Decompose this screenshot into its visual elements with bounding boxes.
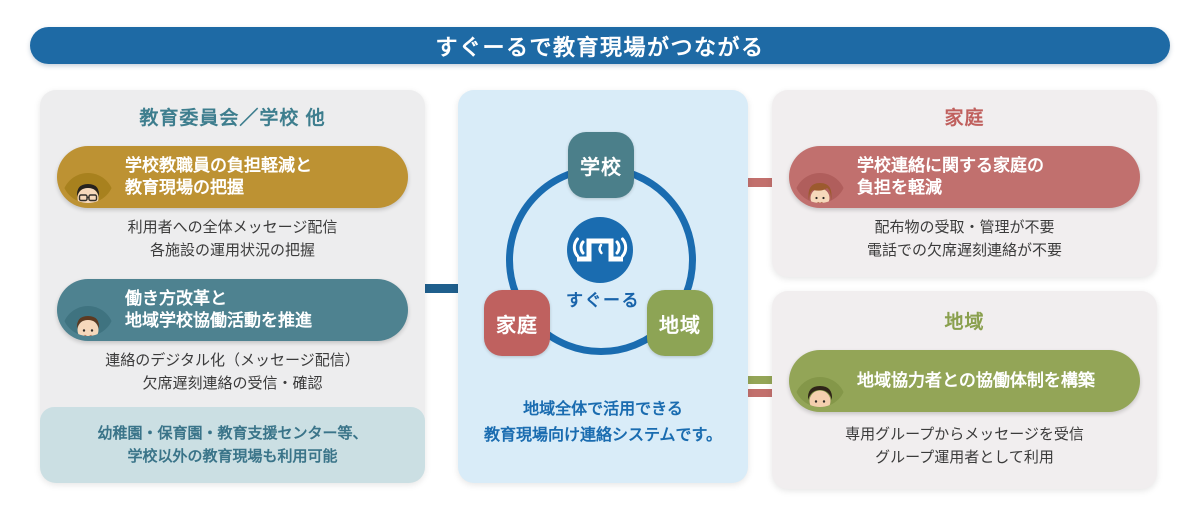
school-staff-benefit-title: 学校教職員の負担軽減と 教育現場の把握 bbox=[125, 155, 312, 197]
node-community: 地域 bbox=[647, 290, 713, 356]
connector-center-to-community-green bbox=[748, 376, 772, 384]
other-facilities-note: 幼稚園・保育園・教育支援センター等、 学校以外の教育現場も利用可能 bbox=[40, 407, 425, 483]
school-staff-benefit-description: 利用者への全体メッセージ配信 各施設の運用状況の把握 bbox=[127, 219, 338, 259]
board-school-panel: 教育委員会／学校 他 学校教職員の負担軽減と 教育現場の把握 利用者への全 bbox=[40, 90, 425, 483]
title-banner: すぐーるで教育現場がつながる bbox=[30, 27, 1170, 64]
other-facilities-note-text: 幼稚園・保育園・教育支援センター等、 学校以外の教育現場も利用可能 bbox=[97, 424, 368, 465]
family-benefit-pill: 学校連絡に関する家庭の 負担を軽減 bbox=[789, 146, 1140, 208]
sugule-logo-icon bbox=[567, 217, 633, 283]
work-reform-pill: 働き方改革と 地域学校協働活動を推進 bbox=[57, 279, 408, 341]
community-panel: 地域 地域協力者との協働体制を構築 専用グループからメッセージを受信 グループ運… bbox=[772, 291, 1157, 489]
community-benefit-description: 専用グループからメッセージを受信 グループ運用者として利用 bbox=[845, 426, 1084, 466]
board-school-header: 教育委員会／学校 他 bbox=[139, 108, 326, 129]
center-diagram-panel: 学校 家庭 地域 すぐーる 地域全体で活用できる 教育現場向け連絡システムです。 bbox=[458, 90, 748, 483]
community-header: 地域 bbox=[944, 312, 985, 333]
community-benefit-pill: 地域協力者との協働体制を構築 bbox=[789, 350, 1140, 412]
volunteer-avatar-icon bbox=[794, 355, 846, 407]
family-benefit-description: 配布物の受取・管理が不要 電話での欠席遅刻連絡が不要 bbox=[866, 219, 1062, 259]
connector-center-to-family bbox=[748, 178, 772, 187]
node-school: 学校 bbox=[568, 132, 634, 198]
staff-avatar-icon bbox=[62, 284, 114, 336]
principal-avatar-icon bbox=[62, 151, 114, 203]
family-panel: 家庭 学校連絡に関する家庭の 負担を軽減 配布物の受取・管理が不要 電話での欠席… bbox=[772, 90, 1157, 277]
family-benefit-title: 学校連絡に関する家庭の 負担を軽減 bbox=[857, 155, 1044, 197]
connector-center-to-community-red bbox=[748, 389, 772, 397]
work-reform-title: 働き方改革と 地域学校協働活動を推進 bbox=[125, 288, 312, 330]
community-benefit-title: 地域協力者との協働体制を構築 bbox=[857, 370, 1095, 390]
sugule-wordmark: すぐーる bbox=[566, 291, 640, 310]
family-header: 家庭 bbox=[944, 108, 985, 129]
connector-board-to-center bbox=[425, 284, 458, 293]
work-reform-description: 連絡のデジタル化（メッセージ配信） 欠席遅刻連絡の受信・確認 bbox=[105, 352, 360, 392]
school-staff-benefit-pill: 学校教職員の負担軽減と 教育現場の把握 bbox=[57, 146, 408, 208]
page-title: すぐーるで教育現場がつながる bbox=[435, 34, 765, 60]
parent-avatar-icon bbox=[794, 151, 846, 203]
node-family: 家庭 bbox=[484, 290, 550, 356]
system-caption: 地域全体で活用できる 教育現場向け連絡システムです。 bbox=[484, 401, 722, 444]
